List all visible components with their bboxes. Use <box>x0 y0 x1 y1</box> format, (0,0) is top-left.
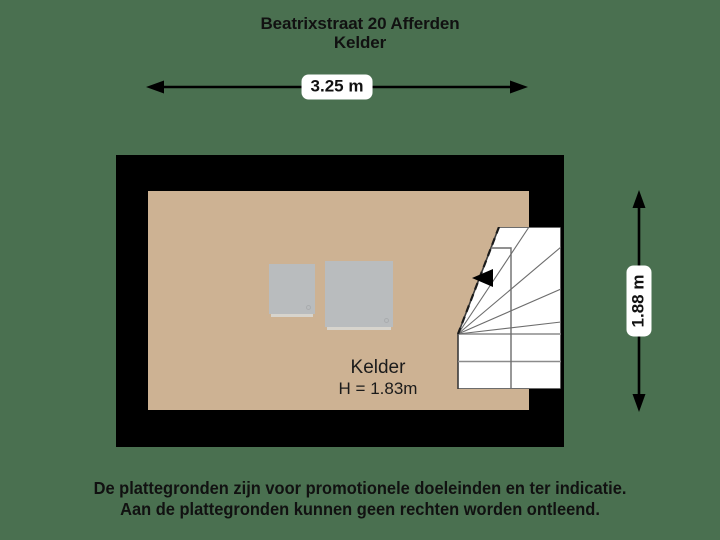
room-height: H = 1.83m <box>338 378 418 398</box>
plan-drawing: Kelder H = 1.83m <box>116 155 564 447</box>
stair-direction-arrow-icon <box>472 269 493 287</box>
appliance-knob-icon <box>384 318 389 323</box>
appliance-left <box>269 264 315 317</box>
disclaimer-line-2: Aan de plattegronden kunnen geen rechten… <box>120 498 600 519</box>
width-dimension-label: 3.25 m <box>301 74 373 100</box>
width-dimension: 3.25 m <box>146 74 528 100</box>
room-name: Kelder <box>350 357 406 378</box>
staircase-icon <box>456 226 562 390</box>
room-floor-kelder: Kelder H = 1.83m <box>148 191 562 410</box>
disclaimer: De plattegronden zijn voor promotionele … <box>0 478 720 519</box>
disclaimer-line-1: De plattegronden zijn voor promotionele … <box>93 478 627 498</box>
height-dimension: 1.88 m <box>626 190 652 412</box>
appliance-right <box>325 261 393 330</box>
staircase <box>456 226 562 390</box>
appliance-knob-icon <box>306 305 311 310</box>
room-label: Kelder H = 1.83m <box>298 358 458 398</box>
title-block: Beatrixstraat 20 Afferden Kelder <box>0 14 720 52</box>
page-title: Beatrixstraat 20 Afferden <box>260 14 460 33</box>
height-dimension-label: 1.88 m <box>626 265 652 337</box>
floor-subtitle: Kelder <box>333 33 387 53</box>
